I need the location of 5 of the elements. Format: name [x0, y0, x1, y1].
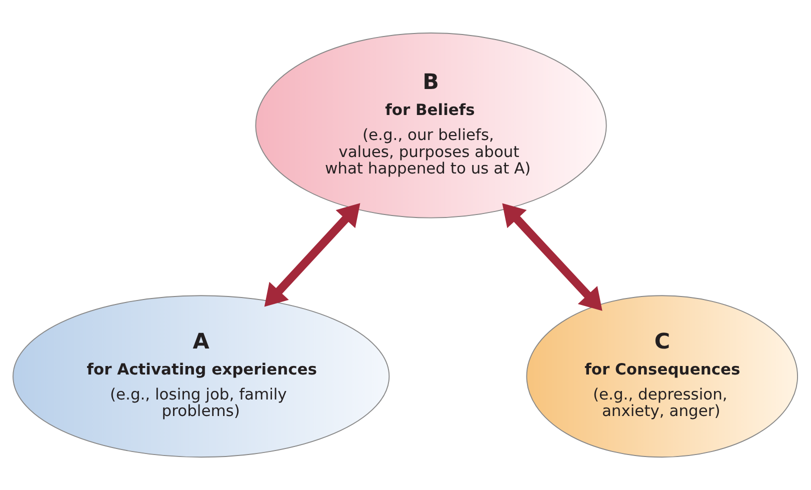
node-ellipse: C for Consequences (e.g., depression, anxiety, anger) [526, 295, 798, 458]
node-ellipse: B for Beliefs (e.g., our beliefs, values, purposes about what happened to us at A) [255, 32, 607, 218]
arrow [264, 203, 360, 307]
arrow [502, 203, 602, 311]
node-ellipse: A for Activating experiences (e.g., losing job, family problems) [12, 295, 390, 458]
